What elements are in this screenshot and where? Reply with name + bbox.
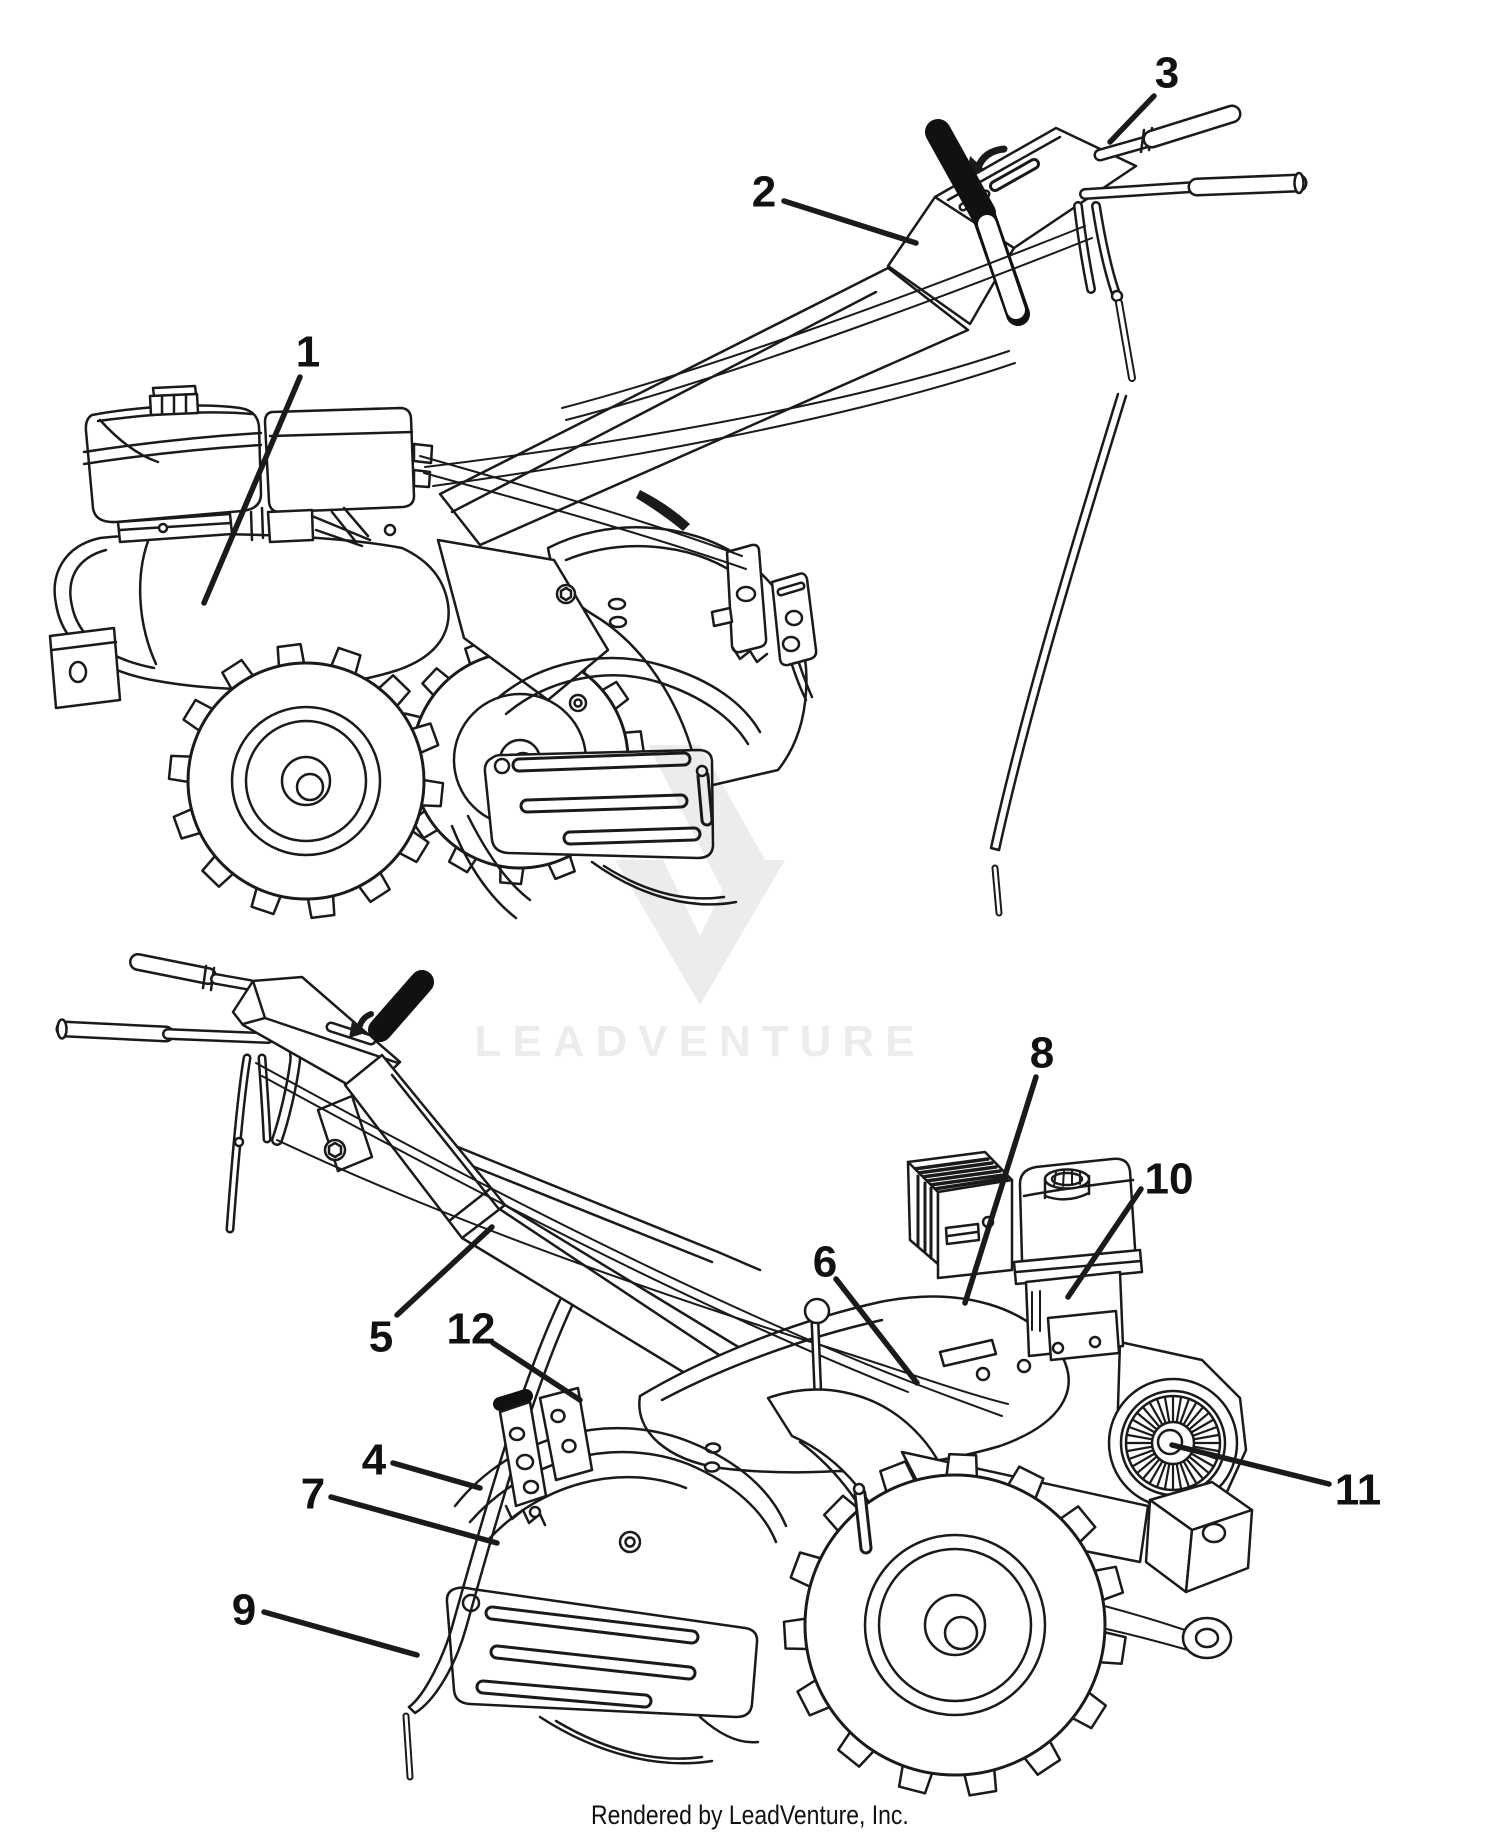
callout-leader-5 xyxy=(394,1224,495,1318)
engine-pulley xyxy=(1181,1616,1233,1660)
callout-label-9: 9 xyxy=(232,1586,256,1635)
callout-label-3: 3 xyxy=(1155,49,1179,98)
fuel-tank xyxy=(82,384,263,544)
leadventure-watermark: LEADVENTURE xyxy=(474,745,925,1066)
tiller-right-side-view-drawing xyxy=(48,104,1308,920)
clutch-grip-icon xyxy=(925,119,996,226)
rear-wheel-bottom-icon xyxy=(782,1452,1127,1797)
callout-leader-9 xyxy=(261,1609,420,1658)
handlebar-grips xyxy=(1079,104,1308,200)
clutch-grip-icon xyxy=(368,970,434,1042)
mount-bracket xyxy=(1144,1480,1254,1594)
callout-leader-7 xyxy=(328,1494,500,1546)
callout-leader-12 xyxy=(490,1340,583,1403)
callout-leader-4 xyxy=(390,1460,483,1491)
callout-label-12: 12 xyxy=(447,1305,496,1354)
watermark-text: LEADVENTURE xyxy=(474,1017,925,1066)
callout-label-4: 4 xyxy=(362,1436,387,1485)
callout-leader-10 xyxy=(1065,1186,1144,1300)
chassis-deck xyxy=(638,1295,1070,1474)
callout-leader-1 xyxy=(201,374,303,606)
handlebar-console xyxy=(886,119,1138,326)
handlebar-column xyxy=(438,266,970,547)
callout-leader-11 xyxy=(1169,1442,1332,1487)
tine-brackets xyxy=(555,490,818,702)
transmission-body xyxy=(48,532,532,920)
callout-leader-2 xyxy=(781,198,919,246)
control-cables xyxy=(419,201,1136,917)
handlebar-console-bottom xyxy=(231,970,434,1097)
tiller-left-side-view-drawing xyxy=(55,953,1254,1797)
callout-leader-3 xyxy=(1107,93,1157,145)
tine-shield-bottom xyxy=(445,1426,873,1765)
callout-label-7: 7 xyxy=(301,1470,325,1519)
callout-label-6: 6 xyxy=(813,1238,837,1287)
watermark-emblem-icon xyxy=(615,745,785,1005)
callout-label-10: 10 xyxy=(1145,1155,1194,1204)
footer-credit: Rendered by LeadVenture, Inc. xyxy=(0,1800,1500,1831)
callout-label-8: 8 xyxy=(1030,1029,1054,1078)
callout-label-5: 5 xyxy=(369,1313,393,1362)
callout-leader-6 xyxy=(833,1276,920,1386)
callout-label-1: 1 xyxy=(296,328,320,377)
footer-credit-text: Rendered by LeadVenture, Inc. xyxy=(591,1800,909,1830)
callout-label-11: 11 xyxy=(1335,1466,1382,1515)
callout-leader-8 xyxy=(962,1074,1039,1306)
depth-stake-bracket xyxy=(493,1386,594,1527)
rear-wheel-icon xyxy=(167,642,445,920)
callout-label-2: 2 xyxy=(752,168,776,217)
